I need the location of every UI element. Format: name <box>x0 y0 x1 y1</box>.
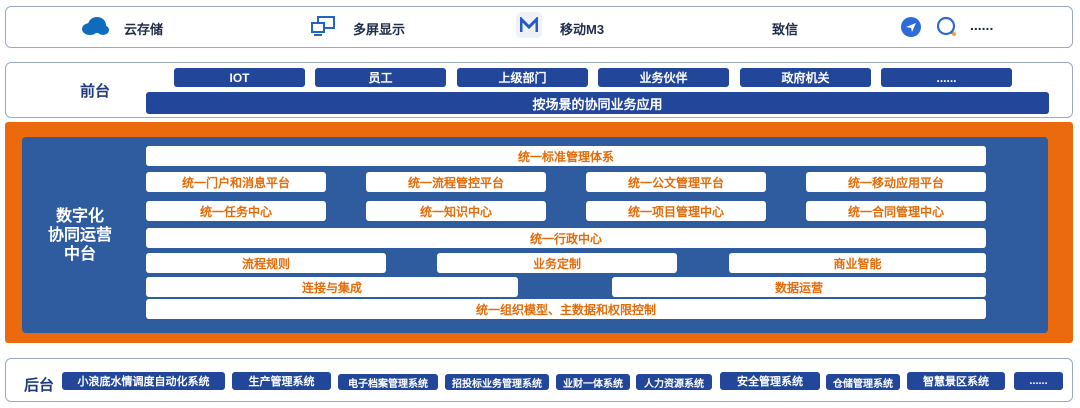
org-model-masterdata-permissions: 统一组织模型、主数据和权限控制 <box>146 299 986 319</box>
back-layer-label: 后台 <box>24 377 55 394</box>
contract-mgmt-center: 统一合同管理中心 <box>806 201 986 221</box>
back-system-warehouse: 仓储管理系统 <box>826 374 900 390</box>
mobile-m3-label: 移动M3 <box>560 22 605 37</box>
back-system-bidding: 招投标业务管理系统 <box>445 374 549 390</box>
mobile-app-platform: 统一移动应用平台 <box>806 172 986 192</box>
back-system-more: ...... <box>1014 372 1063 390</box>
portal-message-platform: 统一门户和消息平台 <box>146 172 326 192</box>
front-item-more: ...... <box>881 68 1012 87</box>
back-system-hr: 人力资源系统 <box>636 374 712 390</box>
task-center: 统一任务中心 <box>146 201 326 221</box>
middle-layer-label: 数字化 协同运营 中台 <box>30 207 130 264</box>
send-bubble-icon <box>900 16 922 43</box>
business-intelligence: 商业智能 <box>729 253 986 273</box>
front-item-iot: IOT <box>174 68 305 87</box>
front-layer-label: 前台 <box>80 83 111 100</box>
back-system-safety: 安全管理系统 <box>720 372 820 390</box>
back-system-smart-scenic: 智慧景区系统 <box>907 372 1005 390</box>
data-operations: 数据运营 <box>612 277 986 297</box>
middle-label-line-3: 中台 <box>63 246 96 263</box>
back-system-production: 生产管理系统 <box>232 372 331 390</box>
project-mgmt-center: 统一项目管理中心 <box>586 201 766 221</box>
front-item-partners: 业务伙伴 <box>598 68 729 87</box>
process-rules: 流程规则 <box>146 253 386 273</box>
front-scenario-apps-bar: 按场景的协同业务应用 <box>146 92 1049 114</box>
front-item-staff: 员工 <box>315 68 446 87</box>
zhixin-label: 致信 <box>772 22 799 37</box>
middle-label-line-2: 协同运营 <box>47 227 112 244</box>
document-mgmt-platform: 统一公文管理平台 <box>586 172 766 192</box>
front-item-government: 政府机关 <box>740 68 871 87</box>
process-control-platform: 统一流程管控平台 <box>366 172 546 192</box>
multi-screen-icon <box>310 16 336 41</box>
connection-integration: 连接与集成 <box>146 277 518 297</box>
unified-standard-system: 统一标准管理体系 <box>146 146 986 166</box>
chat-bubble-icon <box>935 16 959 43</box>
m3-logo-icon <box>516 12 542 38</box>
cloud-icon <box>80 16 110 41</box>
knowledge-center: 统一知识中心 <box>366 201 546 221</box>
multi-screen-label: 多屏显示 <box>353 22 406 37</box>
middle-label-line-1: 数字化 <box>55 208 104 225</box>
business-customization: 业务定制 <box>437 253 677 273</box>
top-more-label: ...... <box>970 17 994 33</box>
admin-center: 统一行政中心 <box>146 228 986 248</box>
back-system-finance: 业财一体系统 <box>556 374 630 390</box>
front-item-superior-dept: 上级部门 <box>457 68 588 87</box>
cloud-storage-label: 云存储 <box>124 22 164 37</box>
back-system-e-archive: 电子档案管理系统 <box>338 374 438 390</box>
back-system-xiaolangdi: 小浪底水情调度自动化系统 <box>62 372 225 390</box>
